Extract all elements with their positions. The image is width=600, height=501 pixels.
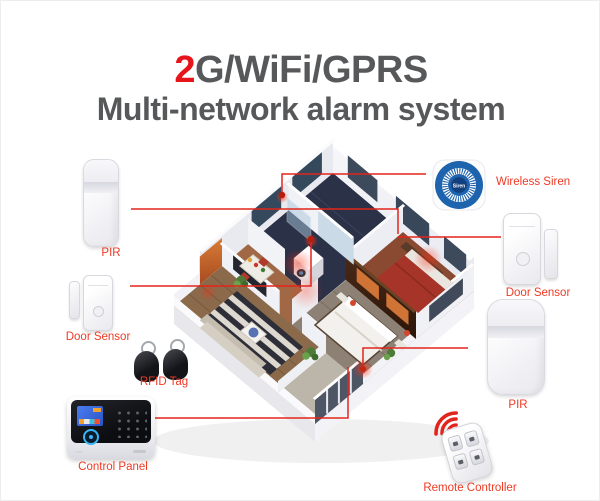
door-sensor-body [83, 275, 113, 331]
striped-rug [204, 291, 303, 375]
door-sensor-seam [509, 226, 535, 227]
panel-logo [133, 450, 146, 453]
coffee-table [239, 321, 268, 345]
dining-set [239, 254, 275, 285]
window [444, 236, 467, 277]
pir-lens [84, 182, 118, 193]
rfid-fob-body [134, 351, 159, 382]
pir-cap [488, 300, 544, 327]
door-sensor-button [93, 306, 104, 317]
unlock-button-icon [463, 429, 481, 448]
panel-home-button [83, 429, 99, 445]
siren-line [281, 173, 426, 193]
bed-red [377, 249, 453, 313]
lattice-wall [343, 252, 416, 339]
door-sensor-seam [88, 285, 108, 286]
door-sensor-right [503, 213, 558, 287]
mute-button-icon [468, 447, 486, 466]
lanterns [350, 300, 410, 336]
pir-sensor-left [83, 159, 119, 247]
floor-hallway [222, 244, 318, 325]
lock-button-icon [447, 434, 464, 453]
alarm-glows [199, 191, 442, 379]
rfid-fob [163, 339, 189, 381]
wireless-siren: Siren [430, 156, 488, 214]
siren-device-text: Siren [453, 183, 466, 189]
pir-body [83, 159, 119, 247]
washing-machine [293, 245, 324, 287]
door-sensor-left [69, 273, 117, 333]
pir-right-line [362, 347, 468, 367]
pir-cap [84, 160, 118, 183]
balcony-glass [315, 360, 363, 424]
control-panel [67, 397, 155, 459]
floor-bedroom-top [346, 232, 474, 339]
wireless-siren-label: Wireless Siren [496, 176, 571, 188]
door-sensor-button [516, 252, 530, 266]
floor-bathroom [248, 173, 403, 303]
walls-exterior [174, 139, 474, 424]
tv-panel [233, 255, 267, 298]
title-line1-rest: G/WiFi/GPRS [194, 49, 428, 91]
panel-led [76, 451, 82, 453]
bed-white [313, 295, 399, 366]
pir-left-line [131, 208, 399, 234]
door-sensor-left-label: Door Sensor [65, 331, 131, 343]
sos-button-icon [452, 452, 469, 471]
rfid-tag-label: RFID Tag [139, 376, 189, 388]
control-panel-label: Control Panel [78, 461, 148, 473]
control-panel-screen [77, 406, 103, 426]
panel-keypad [113, 407, 147, 438]
wardrobe [400, 241, 444, 278]
door-sensor-magnet [69, 281, 80, 319]
window [292, 152, 322, 200]
title-line2: Multi-network alarm system [96, 91, 506, 127]
rfid-fob-body [163, 349, 188, 380]
pir-lens [488, 326, 544, 338]
rfid-fob [134, 341, 160, 383]
tile-lines [288, 191, 382, 270]
floor-lines [188, 274, 404, 382]
floor-balcony [278, 353, 363, 424]
walls-interior [219, 182, 416, 393]
remote-body [439, 420, 495, 486]
remote-controller-label: Remote Controller [423, 482, 517, 494]
title-accent: 2 [174, 49, 195, 91]
window [251, 186, 282, 234]
pir-left-label: PIR [101, 247, 121, 259]
screen-icon [93, 408, 101, 412]
door-sensor-body [503, 213, 541, 285]
window [395, 195, 430, 246]
rfid-tags [132, 337, 192, 383]
page-title: 2G/WiFi/GPRS Multi-network alarm system [1, 49, 599, 127]
pir-body [487, 299, 545, 395]
nightstand [336, 292, 349, 303]
nightstand [394, 339, 407, 350]
balcony-mullions [326, 369, 352, 414]
pir-right-label: PIR [508, 399, 528, 411]
remote-controller [426, 403, 506, 486]
screen-icons-row [79, 419, 100, 424]
connector-dots [278, 191, 366, 372]
title-line1: 2G/WiFi/GPRS [1, 49, 599, 91]
door-sensor-magnet [544, 229, 558, 279]
door-sensor-right-label: Door Sensor [505, 287, 571, 299]
door-sensor-left-line [130, 240, 312, 287]
plants [233, 275, 396, 361]
entry-door [199, 238, 222, 285]
shower-panel [286, 196, 312, 243]
floors [174, 173, 474, 424]
shower-glass [318, 209, 354, 265]
floor-living-room [174, 266, 326, 393]
window [347, 155, 378, 203]
pir-sensor-right [487, 299, 545, 395]
window [429, 278, 463, 322]
control-panel-face [71, 400, 151, 445]
floor-master-bedroom [292, 280, 416, 384]
sofa [199, 314, 267, 378]
furniture [199, 196, 453, 378]
